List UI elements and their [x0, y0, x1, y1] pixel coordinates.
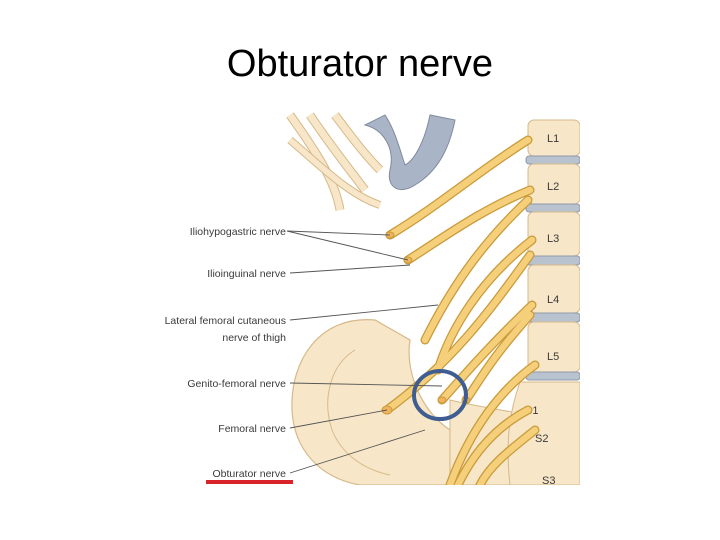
vertebra-label-s2: S2 — [535, 433, 548, 445]
vertebra-label-l2: L2 — [547, 181, 559, 193]
slide-title: Obturator nerve — [226, 43, 494, 85]
lumbar-plexus-nerves — [381, 135, 540, 485]
label-iliohypogastric-nerve: Iliohypogastric nerve — [190, 226, 286, 238]
label-femoral-nerve: Femoral nerve — [218, 423, 286, 435]
obturator-label-underline — [206, 480, 293, 484]
label-obturator-nerve: Obturator nerve — [212, 468, 286, 480]
pelvis-bone — [291, 319, 451, 485]
pelvis-inner-contour — [327, 349, 391, 476]
vertebra-label-l4: L4 — [547, 294, 559, 306]
obturator-highlight-circle — [412, 369, 468, 421]
vertebra-label-s3: S3 — [542, 475, 555, 485]
vertebra-label-l5: L5 — [547, 351, 559, 363]
anatomy-figure: L1 L2 L3 L4 L5 S1 S2 S3 — [165, 112, 580, 485]
label-ilioinguinal-nerve: Ilioinguinal nerve — [207, 268, 286, 280]
vertebra-label-l3: L3 — [547, 233, 559, 245]
label-genito-femoral-nerve: Genito-femoral nerve — [187, 378, 286, 390]
rib-2-fill — [307, 113, 368, 193]
vertebra-label-l1: L1 — [547, 133, 559, 145]
vertebral-column — [507, 119, 580, 485]
label-lateral-femoral-cutaneous-line1: Lateral femoral cutaneous — [165, 315, 286, 327]
rib-3-fill — [332, 112, 383, 173]
rib-4-fill — [288, 137, 381, 208]
costal-cartilage — [363, 114, 456, 190]
label-lateral-femoral-cutaneous-line2: nerve of thigh — [222, 332, 286, 344]
